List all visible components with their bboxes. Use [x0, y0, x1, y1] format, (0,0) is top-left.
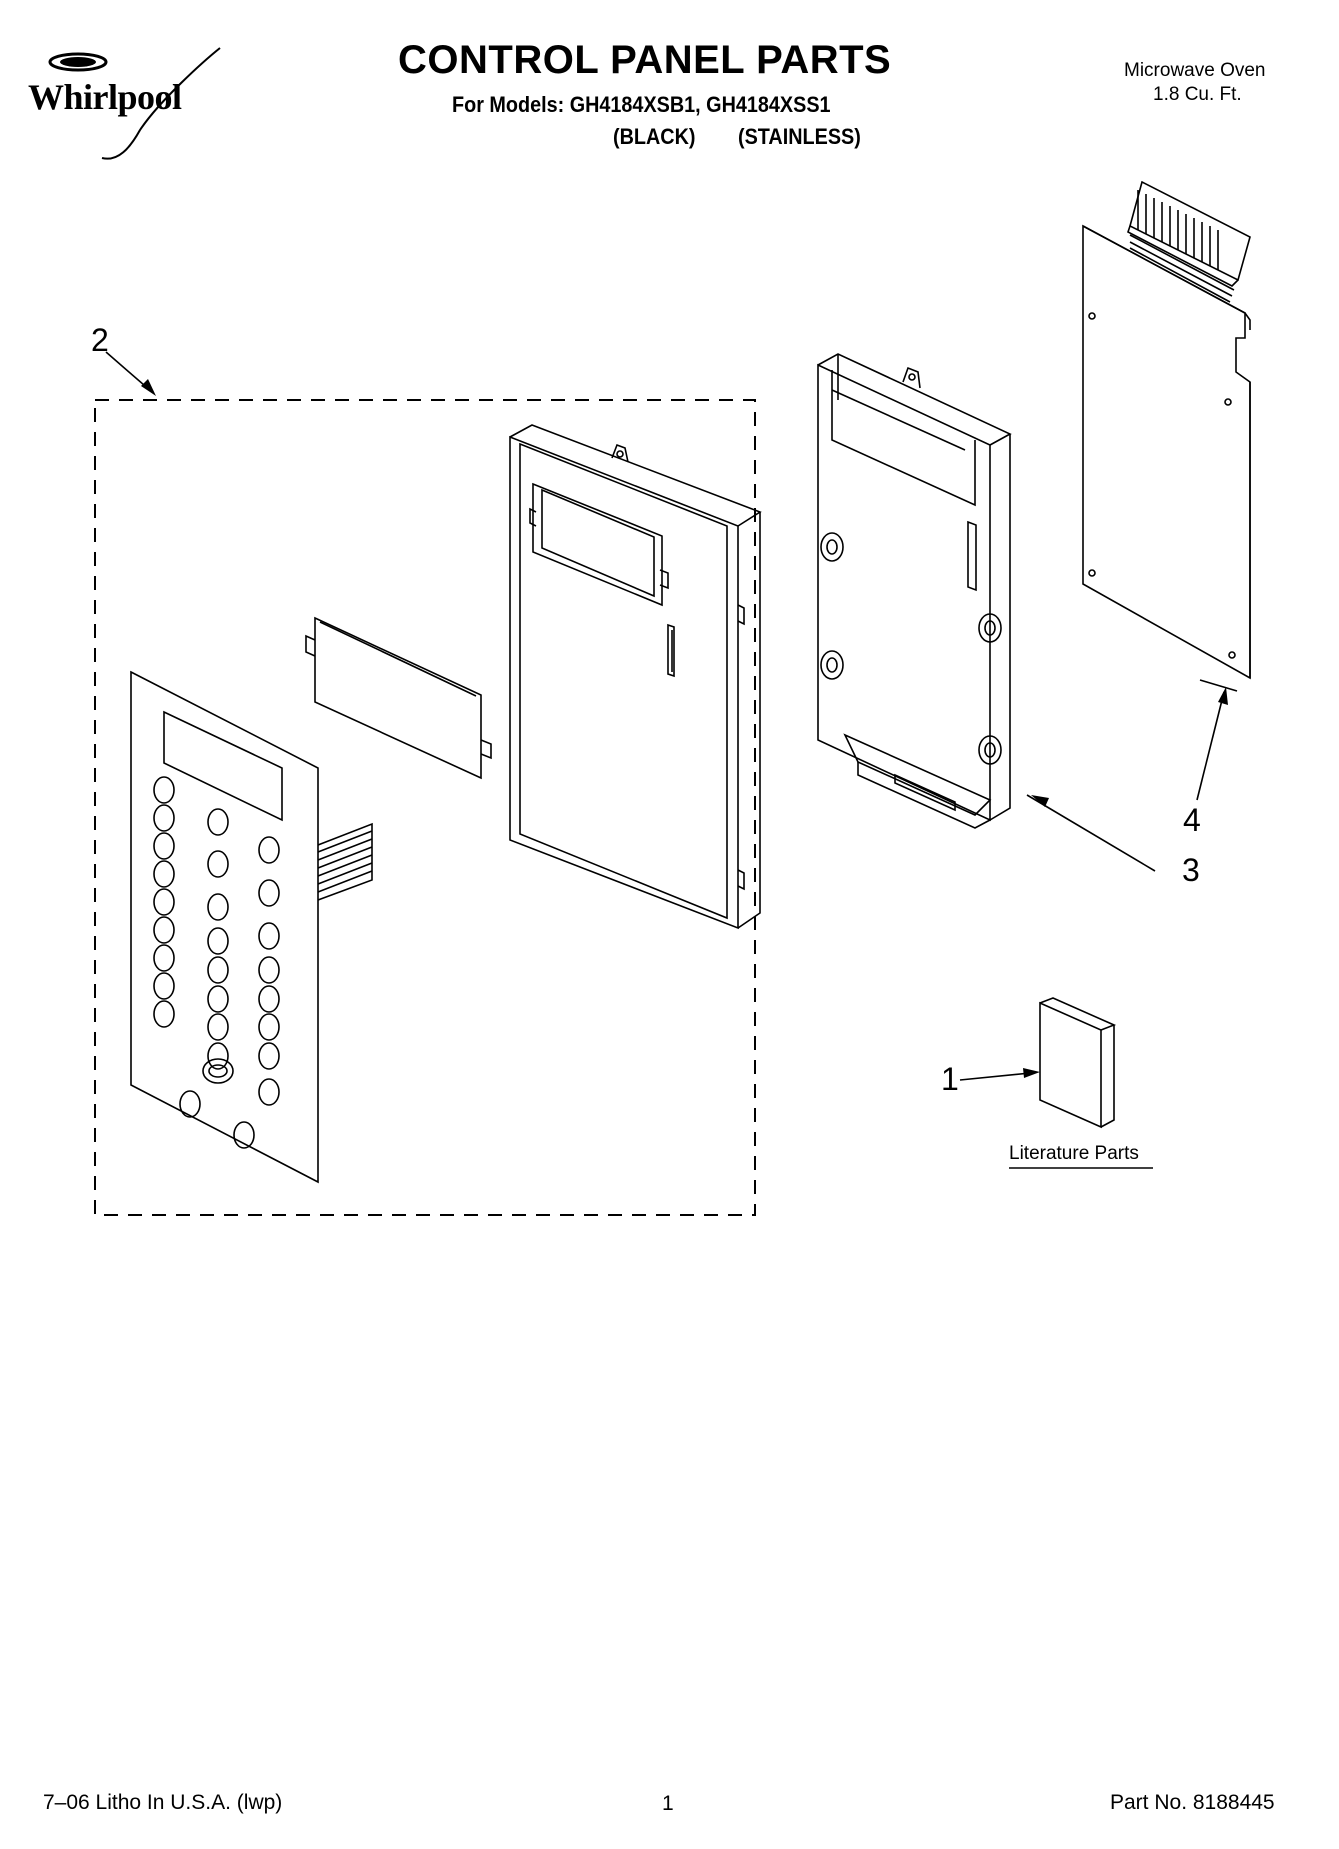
brand-name: Whirlpool: [28, 77, 182, 117]
display-window-part: [305, 616, 492, 780]
callout-3: 3: [1182, 852, 1200, 888]
arrowhead-1: [1023, 1068, 1040, 1078]
callout-1: 1: [941, 1061, 959, 1097]
logo-swirl-icon: [48, 47, 221, 160]
literature-parts-label: Literature Parts: [1009, 1143, 1139, 1164]
footer-page-number: 1: [662, 1792, 674, 1815]
page-title: CONTROL PANEL PARTS: [398, 38, 892, 82]
assembly-dashed-box: [94, 399, 756, 1216]
arrowhead-4: [1218, 687, 1228, 705]
models-line: For Models: GH4184XSB1, GH4184XSS1: [452, 92, 831, 117]
footer-part-number: Part No. 8188445: [1110, 1791, 1275, 1814]
brand-logo: Whirlpool: [20, 40, 260, 170]
leader-line-1: [959, 1072, 1031, 1081]
arrowhead-2: [141, 379, 156, 396]
arrowhead-3: [1031, 795, 1049, 807]
literature-booklet-part: [1039, 997, 1117, 1129]
leader-line-3: [1199, 679, 1238, 692]
leader-line-4: [1196, 691, 1225, 801]
keypad-membrane-part: [130, 670, 373, 1184]
color-stainless: (STAINLESS): [738, 124, 861, 149]
control-housing-part: [817, 353, 1012, 829]
callout-2: 2: [91, 322, 109, 358]
circuit-board-part: [1082, 180, 1251, 680]
product-size: 1.8 Cu. Ft.: [1153, 84, 1242, 105]
product-type: Microwave Oven: [1124, 60, 1266, 81]
callout-4: 4: [1183, 802, 1201, 838]
leader-line-3b: [1026, 794, 1156, 872]
control-panel-frame-part: [509, 424, 762, 930]
color-black: (BLACK): [613, 124, 696, 149]
footer-litho: 7–06 Litho In U.S.A. (lwp): [43, 1791, 283, 1814]
